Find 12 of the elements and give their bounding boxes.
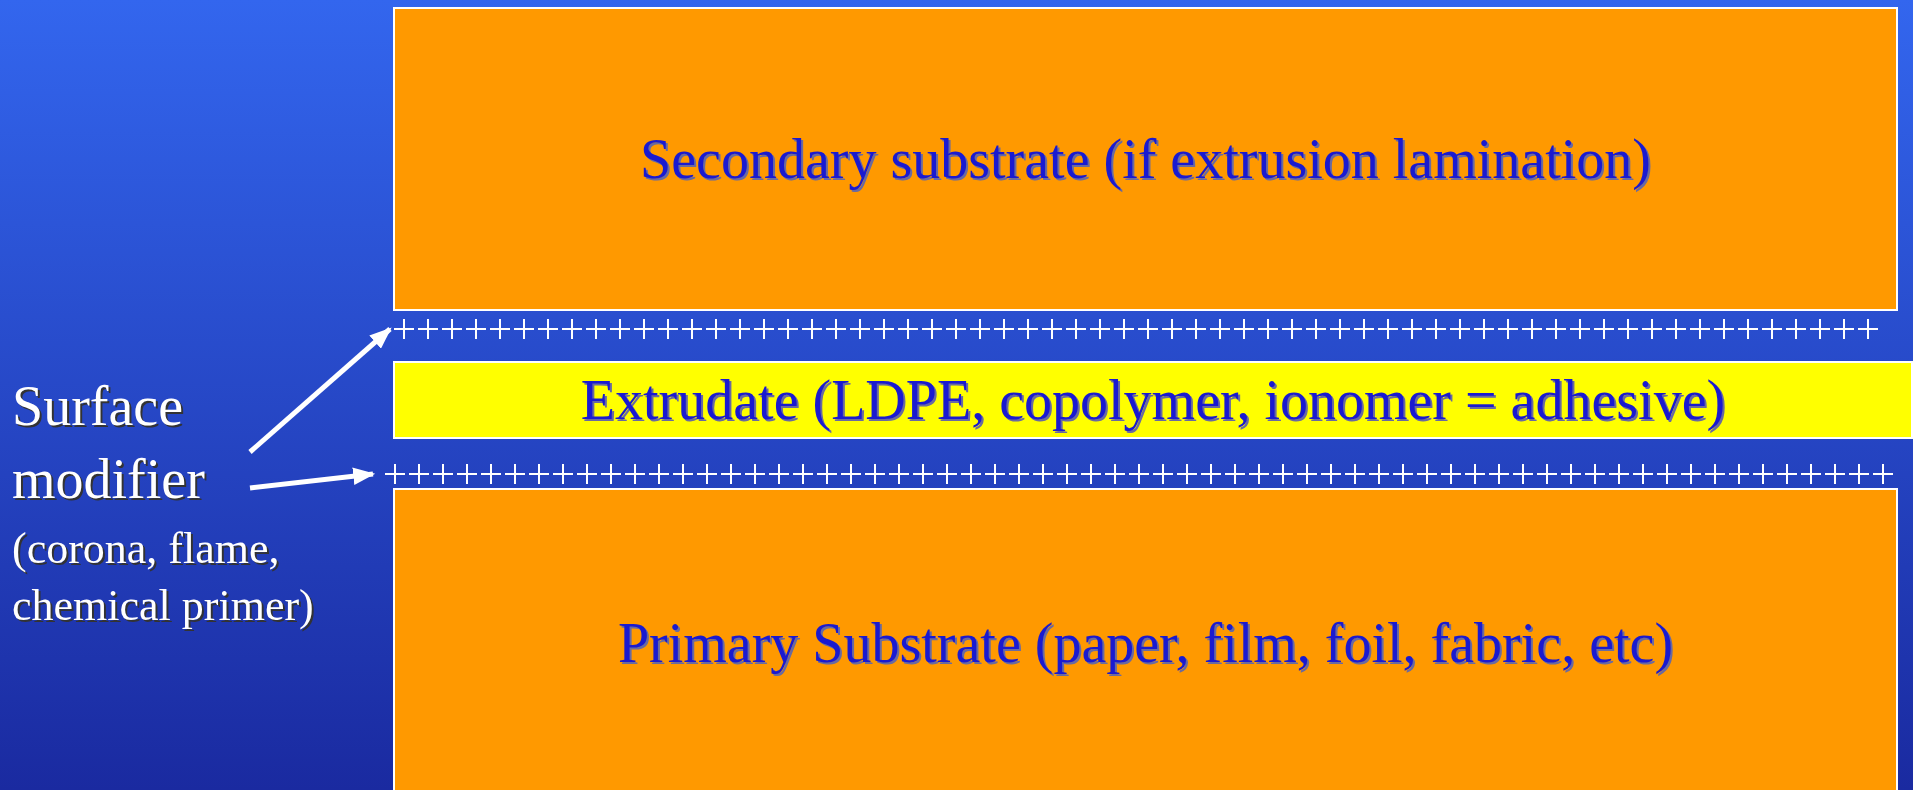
annotation-heading: Surface modifier [12, 374, 206, 512]
layer-label: Secondary substrate (if extrusion lamination) [640, 127, 1651, 191]
extrudate-layer [393, 361, 1913, 439]
arrow [248, 327, 392, 454]
substrate-layer [393, 488, 1898, 790]
substrate-layer [393, 7, 1898, 311]
surface-treatment-marks [393, 318, 1879, 340]
layer-label: Extrudate (LDPE, copolymer, ionomer = adhesive) [580, 368, 1726, 432]
annotation-note: (corona, flame, chemical primer) [12, 522, 315, 632]
layer-label: Primary Substrate (paper, film, foil, fabric, etc) [617, 611, 1674, 675]
surface-treatment-marks [384, 463, 1894, 485]
arrow [249, 467, 376, 491]
